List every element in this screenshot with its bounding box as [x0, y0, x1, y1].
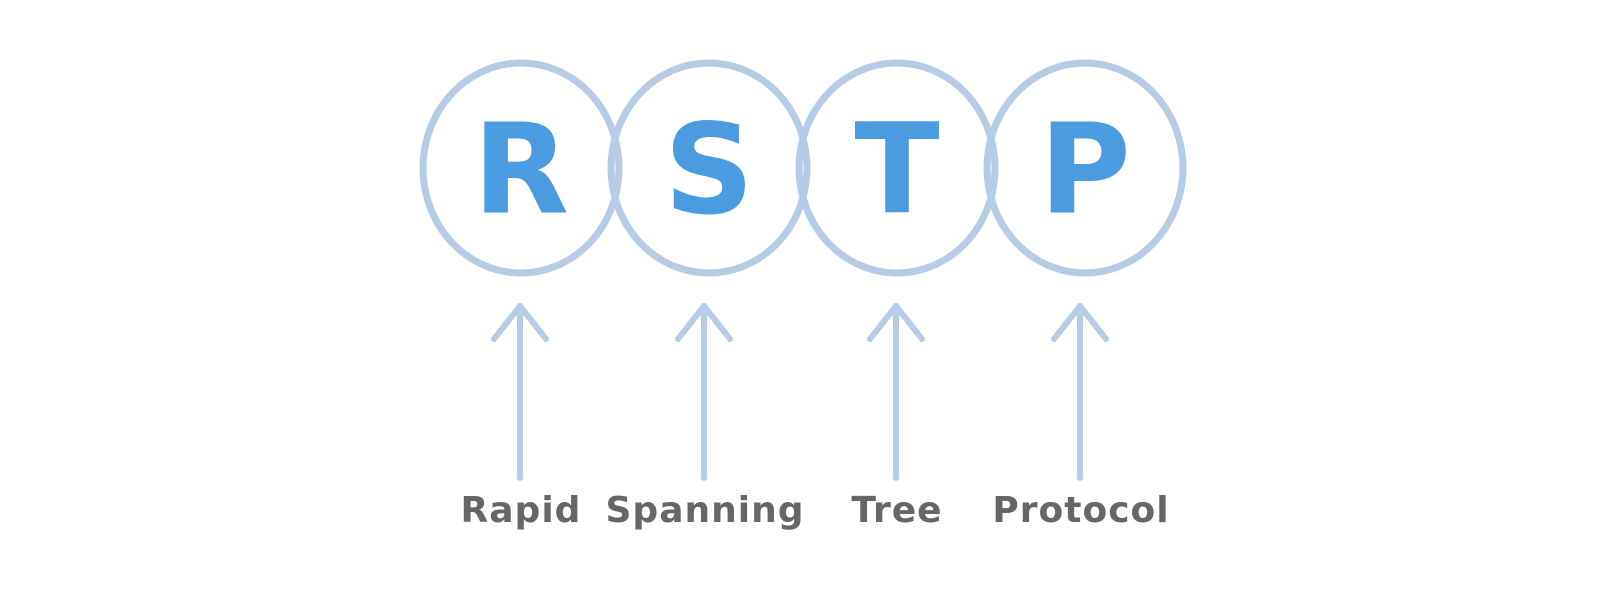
arrow-spanning [675, 303, 733, 481]
circle-r [419, 59, 623, 277]
arrow-protocol [1051, 303, 1109, 481]
word-tree: Tree [851, 490, 942, 531]
circle-p [983, 59, 1187, 277]
word-protocol: Protocol [992, 490, 1169, 531]
letter-t: T [854, 98, 939, 243]
arrow-head [1051, 303, 1109, 342]
arrow-head [867, 303, 925, 342]
word-rapid: Rapid [461, 490, 582, 531]
letter-r: R [473, 98, 569, 243]
circle-t [795, 59, 999, 277]
word-spanning: Spanning [606, 490, 805, 531]
arrow-head [491, 303, 549, 342]
arrow-head [675, 303, 733, 342]
letter-p: P [1039, 98, 1131, 243]
arrow-tree [867, 303, 925, 481]
letter-s: S [664, 98, 754, 243]
arrow-rapid [491, 303, 549, 481]
circle-s [607, 59, 811, 277]
